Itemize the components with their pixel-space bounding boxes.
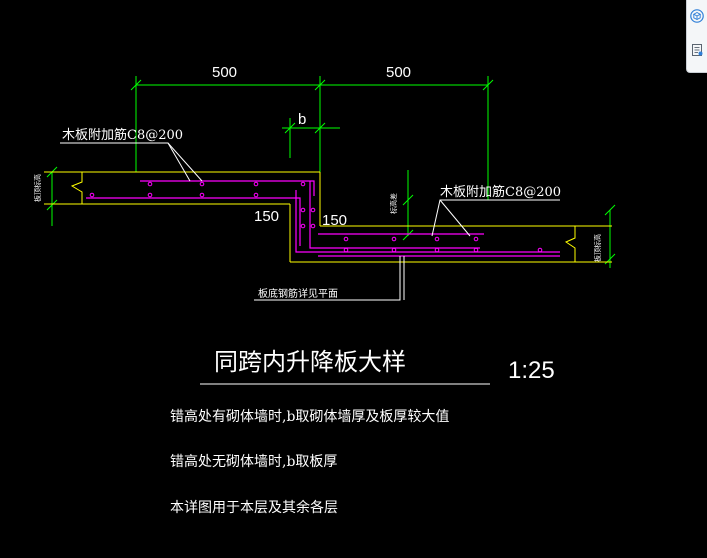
callout-left-rebar: 木板附加筋C8@200: [62, 127, 183, 143]
document-icon[interactable]: [689, 42, 705, 58]
elev-mark-mid: 标高差: [389, 193, 398, 214]
dim-offset-left: 150: [254, 208, 279, 225]
side-toolbar: [686, 0, 707, 73]
cube-icon[interactable]: [689, 8, 705, 24]
dim-b: b: [298, 111, 306, 128]
rebar-dots: [89, 181, 543, 253]
dim-offset-right: 150: [322, 212, 347, 229]
slab-outline: [44, 171, 612, 263]
note-2: 错高处无砌体墙时,b取板厚: [170, 453, 337, 470]
note-3: 本详图用于本层及其余各层: [170, 499, 338, 516]
callout-bottom-rebar: 板底钢筋详见平面: [258, 287, 338, 300]
dim-top-right: 500: [386, 64, 411, 81]
note-1: 错高处有砌体墙时,b取砌体墙厚及板厚较大值: [170, 408, 449, 425]
detail-scale: 1:25: [508, 357, 555, 384]
dim-top-left: 500: [212, 64, 237, 81]
elev-mark-left: 板顶标高: [33, 174, 42, 202]
callout-right-rebar: 木板附加筋C8@200: [440, 184, 561, 200]
elev-mark-right: 板顶标高: [593, 234, 602, 262]
rebar: [86, 180, 560, 257]
detail-title: 同跨内升降板大样: [214, 348, 406, 376]
leader-lines: [60, 142, 560, 385]
